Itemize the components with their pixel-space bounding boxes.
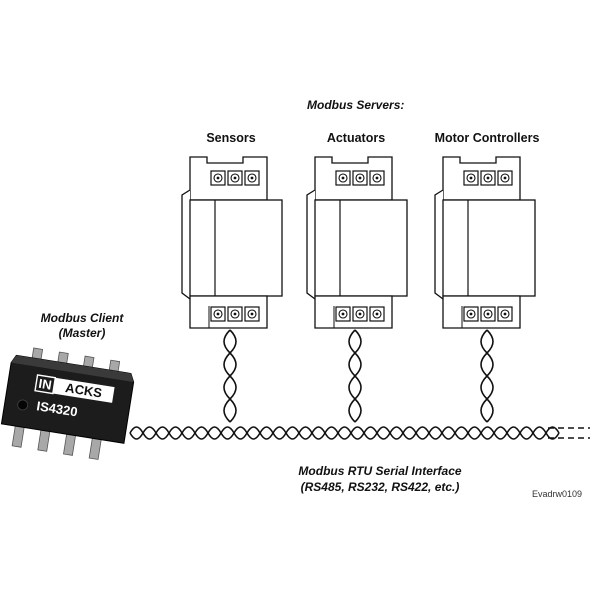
chip-body [0,354,135,444]
server-module-sensors [181,156,283,329]
server-label-actuators: Actuators [326,131,386,145]
serial-bus-cable [129,426,590,440]
client-label-line2: (Master) [58,326,106,340]
server-drop-cable [348,329,362,423]
server-label-motor-controllers: Motor Controllers [434,131,540,145]
bus-label-line2: (RS485, RS232, RS422, etc.) [300,480,460,494]
client-label-line1: Modbus Client [40,311,124,325]
chip-brand-in: IN [38,376,53,393]
bus-label: Modbus RTU Serial Interface (RS485, RS23… [260,463,500,495]
bus-label-line1: Modbus RTU Serial Interface [298,464,462,478]
inacks-logo: IN ACKS [34,374,115,403]
client-chip: IN ACKS IS4320 [0,347,135,460]
chip-pin1-dot [17,399,29,411]
client-label: Modbus Client (Master) [22,311,142,341]
servers-heading: Modbus Servers: [307,98,405,112]
server-module-motor-controllers [434,156,536,329]
chip-part-number: IS4320 [36,398,79,419]
server-drop-cable [223,329,237,423]
server-drop-cable [480,329,494,423]
chip-pins-bottom [11,425,102,460]
server-label-sensors: Sensors [206,131,256,145]
server-module-actuators [306,156,408,329]
drawing-reference: Evadrw0109 [532,489,583,499]
chip-brand-acks: ACKS [64,380,103,401]
